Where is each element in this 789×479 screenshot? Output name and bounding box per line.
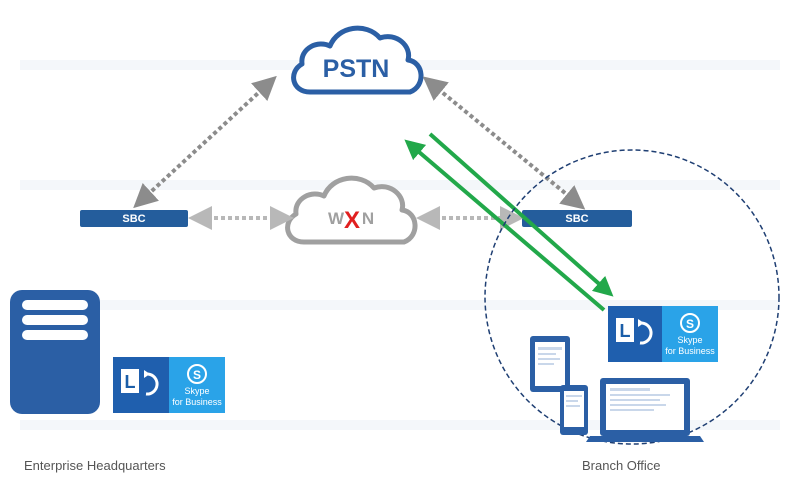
connector-pstn-sbc-left [133,75,277,209]
branch-skype-icon [680,313,700,333]
pstn-label: PSTN [323,55,390,83]
skype-icon [187,364,207,384]
branch-caption: Branch Office [582,458,661,473]
tablet-icon [530,336,570,392]
green-arrow-to-branch [428,132,614,297]
sbc-left: SBC [80,210,188,227]
phone-icon [560,385,588,435]
sbc-right-label: SBC [565,213,588,225]
green-arrow-to-pstn [404,139,606,312]
connector-pstn-sbc-right [422,76,586,210]
skype-line2: for Business [172,397,222,407]
branch-lync-skype-logo: L S Skype for Business [608,306,718,362]
branch-lync-logo-letter: L [620,321,631,341]
hq-lync-skype-logo: L S Skype for Business [113,357,225,413]
wan-cloud: W N X [285,175,418,245]
sbc-right: SBC [522,210,632,227]
skype-line1: Skype [184,386,209,396]
sbc-left-label: SBC [122,213,145,225]
svg-text:S: S [193,368,201,382]
svg-text:S: S [686,317,694,331]
branch-skype-line1: Skype [677,335,702,345]
hq-caption: Enterprise Headquarters [24,458,166,473]
wan-cloud-icon [285,175,418,245]
branch-office-boundary [484,149,780,445]
wan-failure-x-icon: X [344,207,360,234]
wan-label-left: W [328,209,345,228]
lync-refresh-icon [145,372,159,396]
lync-logo-letter: L [125,372,136,392]
wan-label-right: N [362,209,374,228]
pstn-cloud-icon [291,25,424,95]
laptop-icon [586,378,704,442]
pstn-cloud: PSTN [291,25,424,95]
branch-skype-line2: for Business [665,346,715,356]
branch-lync-refresh-icon [639,321,653,345]
server-icon [10,290,100,414]
